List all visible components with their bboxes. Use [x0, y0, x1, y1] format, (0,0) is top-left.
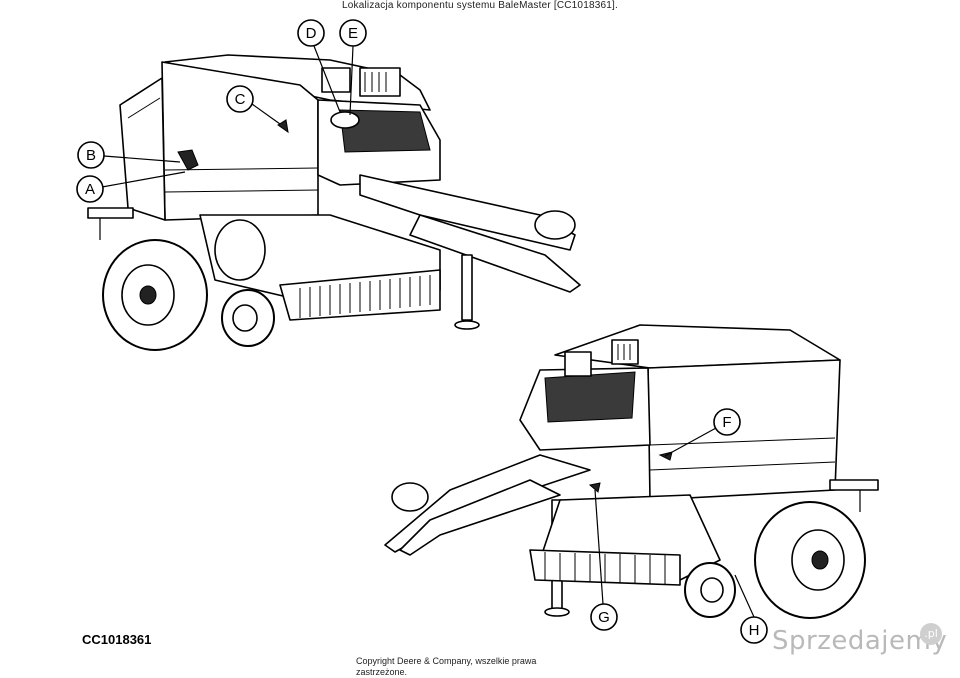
callout-f: F — [713, 408, 741, 436]
baler-right-view — [384, 324, 879, 619]
svg-text:F: F — [722, 414, 731, 431]
svg-text:E: E — [348, 25, 358, 42]
copyright-line-1: Copyright Deere & Company, wszelkie praw… — [356, 656, 537, 666]
callout-b: B — [77, 141, 105, 169]
baler-left-view — [87, 54, 581, 351]
callout-h: H — [740, 616, 768, 644]
callout-d: D — [297, 19, 325, 47]
svg-text:D: D — [306, 25, 317, 42]
svg-text:B: B — [86, 147, 96, 164]
callout-a: A — [76, 175, 104, 203]
svg-text:A: A — [85, 181, 95, 198]
figure-caption: Lokalizacja komponentu systemu BaleMaste… — [342, 0, 618, 11]
copyright-notice: Copyright Deere & Company, wszelkie praw… — [356, 656, 556, 678]
svg-text:G: G — [598, 609, 610, 626]
callout-g: G — [590, 603, 618, 631]
callout-c: C — [226, 85, 254, 113]
svg-text:C: C — [235, 91, 246, 108]
svg-text:H: H — [749, 622, 760, 639]
callout-e: E — [339, 19, 367, 47]
watermark-badge: .pl — [920, 623, 942, 645]
figure-id: CC1018361 — [82, 632, 152, 647]
copyright-line-2: zastrzeżone. — [356, 667, 408, 677]
watermark-text: Sprzedajemy — [772, 626, 948, 656]
